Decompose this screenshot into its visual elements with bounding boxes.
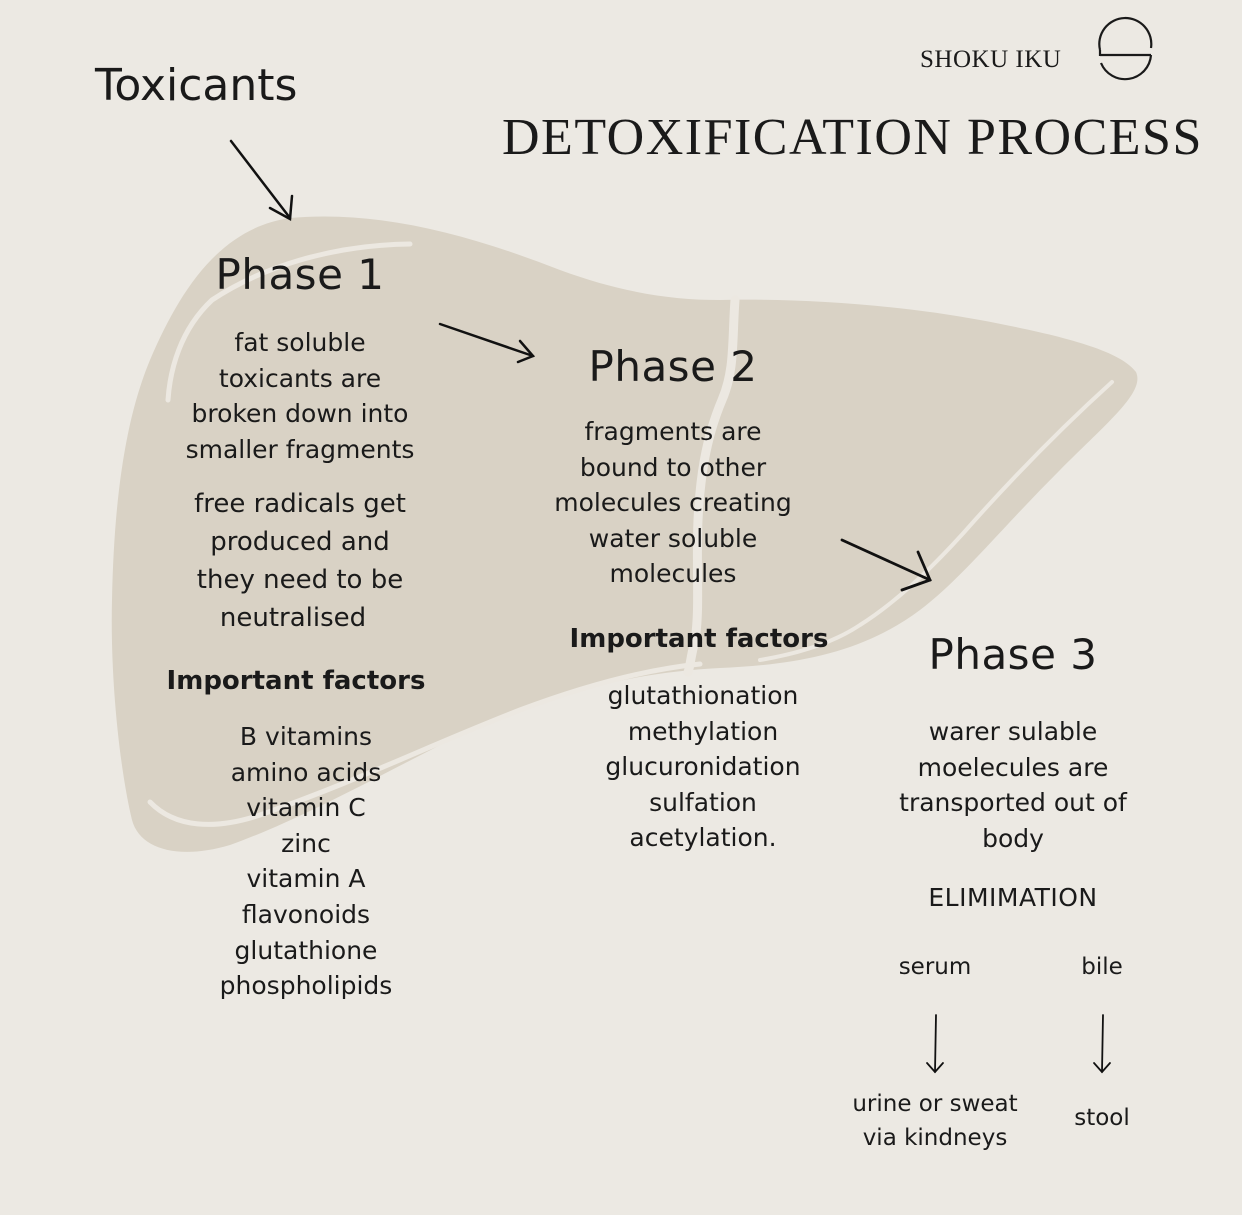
phase3-description: warer sulable moelecules are transported… (863, 714, 1163, 856)
toxicants-label: Toxicants (95, 60, 298, 111)
text-line: fragments are (584, 417, 762, 446)
text-line: they need to be (196, 565, 404, 595)
list-item: sulfation (649, 787, 757, 817)
arrow-phase2-to-phase3-icon (840, 538, 932, 592)
brand-name: SHOKU IKU (920, 46, 1062, 73)
text-line: smaller fragments (185, 434, 415, 464)
text-line: fat soluble (234, 328, 366, 357)
list-item: methylation (627, 716, 779, 746)
text-line: free radicals get (194, 489, 406, 519)
liver-lobe-divider (683, 295, 740, 677)
phase1-factors-title: Important factors (166, 666, 426, 696)
arrow-phase1-to-phase2-icon (438, 322, 536, 364)
half-circle-s-logo-icon (1098, 16, 1153, 81)
liver-inner-line-left (165, 241, 413, 403)
phase1-section: Phase 1 (150, 250, 450, 299)
phase2-title: Phase 2 (588, 342, 758, 391)
route-serum-destination: urine or sweat via kindneys (835, 1087, 1035, 1155)
text-line: moelecules are (917, 752, 1109, 782)
list-item: vitamin C (246, 793, 366, 823)
text-line: toxicants are (218, 363, 382, 393)
phase1-title: Phase 1 (215, 250, 385, 299)
phase2-factors-list: glutathionation methylation glucuronidat… (553, 678, 853, 856)
text-line: produced and (210, 527, 390, 557)
route-bile-destination: stool (1074, 1105, 1130, 1131)
elimination-title: ELIMIMATION (928, 883, 1098, 912)
list-item: phospholipids (219, 971, 393, 1001)
text-line: broken down into (191, 399, 409, 428)
text-line: transported out of (899, 788, 1127, 817)
liver-inner-line-bottom (147, 661, 703, 827)
list-item: flavonoids (241, 899, 371, 929)
page-title: DETOXIFICATION PROCESS (502, 109, 1203, 166)
text-line: via kindneys (862, 1125, 1008, 1151)
list-item: vitamin A (246, 864, 366, 894)
list-item: amino acids (230, 757, 382, 787)
list-item: acetylation. (629, 823, 777, 853)
text-line: molecules creating (554, 488, 792, 517)
text-line: bound to other (579, 452, 767, 482)
list-item: zinc (281, 828, 331, 858)
text-line: molecules (609, 559, 737, 588)
text-line: body (982, 823, 1044, 853)
arrow-bile-down-icon (1093, 1014, 1111, 1074)
list-item: B vitamins (239, 722, 373, 751)
phase1-description: fat soluble toxicants are broken down in… (150, 325, 450, 467)
arrow-toxicants-to-phase1-icon (229, 139, 294, 222)
text-line: water soluble (588, 523, 758, 553)
route-bile-source: bile (1081, 954, 1123, 980)
phase2-description: fragments are bound to other molecules c… (523, 414, 823, 592)
list-item: glucuronidation (605, 752, 801, 782)
liver-inner-line-right (758, 380, 1114, 662)
list-item: glutathione (234, 935, 378, 965)
phase3-title: Phase 3 (928, 630, 1098, 679)
route-serum-source: serum (898, 954, 972, 980)
liver-shape (111, 216, 1138, 852)
arrow-serum-down-icon (926, 1014, 944, 1074)
list-item: glutathionation (607, 681, 799, 710)
text-line: neutralised (219, 603, 367, 633)
text-line: urine or sweat (852, 1091, 1018, 1117)
text-line: warer sulable (928, 717, 1098, 746)
phase2-factors-title: Important factors (569, 624, 829, 654)
phase1-factors-list: B vitamins amino acids vitamin C zinc vi… (156, 719, 456, 1004)
phase1-note: free radicals get produced and they need… (150, 485, 450, 637)
